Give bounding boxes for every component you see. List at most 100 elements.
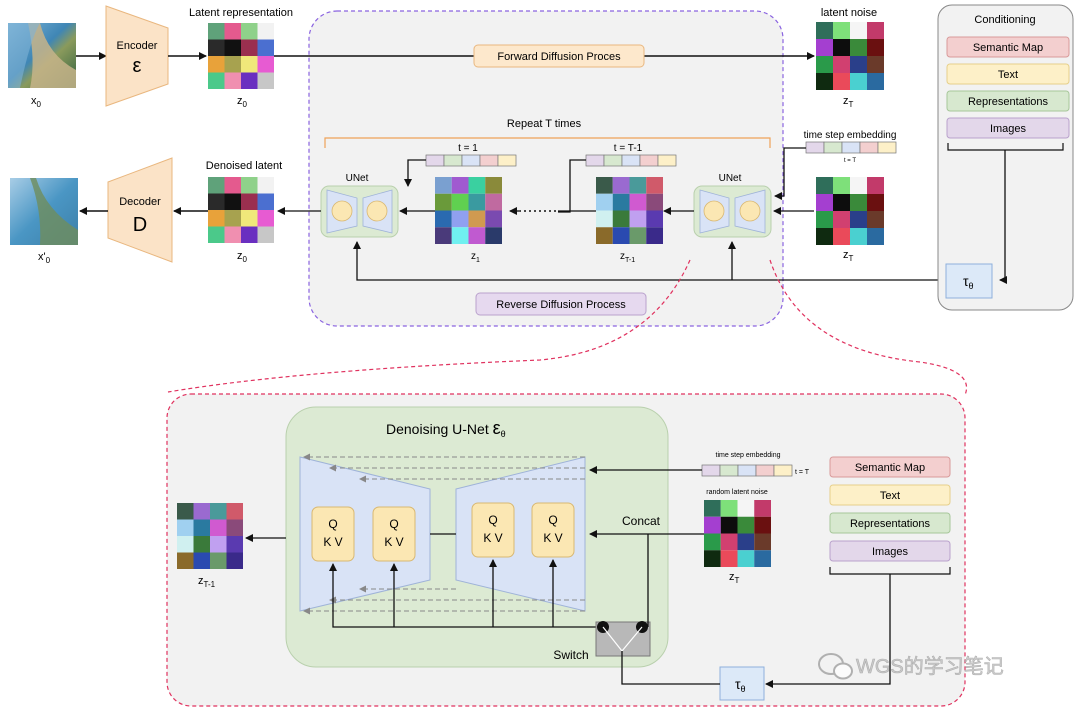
embedding-cell [755,464,775,477]
reverse-diffusion-box [475,292,647,316]
embedding-cell [737,464,757,477]
latent-pixel [257,72,274,89]
latent-pixel [720,516,738,534]
latent-pixel [833,39,850,56]
t1-label: t = 1 [458,143,478,154]
latent-pixel [646,227,663,244]
latent-pixel [224,226,241,243]
svg-text:K V: K V [384,535,403,549]
unet-right-label: UNet [719,173,742,184]
condition-box [946,63,1070,85]
timestep-embedding-tT-1 [585,154,677,167]
latent-pixel [612,177,630,194]
latent-pixel [468,177,486,194]
latent-pixel [850,211,867,228]
z0-label: z0 [237,95,248,109]
condition-label: Text [998,69,1018,81]
latent-pixel [629,193,647,211]
condition-box [946,117,1070,139]
latent-pixel [257,39,274,56]
latent-noise-label: latent noise [821,7,877,19]
latent-pixel [833,194,850,211]
unet-left-block [320,185,399,238]
x0-label: x0 [31,95,42,109]
latent-pixel [704,500,721,517]
latent-pixel [720,500,738,517]
svg-text:K V: K V [483,531,502,545]
latent-pixel [850,22,867,39]
bottom-time-step-label: time step embedding [716,452,781,459]
latent-pixel [833,56,850,73]
condition-box [829,456,951,478]
latent-pixel [833,228,850,245]
wechat-watermark: WGS的学习笔记 [818,653,1004,680]
latent-pixel [208,39,225,56]
tau-theta-top-label: τθ [963,273,974,291]
latent-pixel [850,177,867,194]
latent-pixel [224,39,241,56]
latent-pixel [224,23,241,40]
embedding-cell [603,154,623,167]
bottom-zT-1-label: zT-1 [198,575,216,589]
latent-pixel [435,193,452,211]
condition-label: Images [872,546,909,558]
watermark-text: WGS的学习笔记 [856,655,1004,678]
latent-pixel [257,23,274,40]
latent-pixel [241,177,258,194]
latent-pixel [177,552,194,569]
latent-pixel [177,519,194,536]
latent-pixel [737,500,755,517]
latent-pixel [629,177,647,194]
repeat-bracket [324,137,771,148]
latent-pixel [177,536,194,553]
latent-pixel [754,533,771,551]
switch-feed-lines [329,559,603,628]
latent-pixel [867,177,884,194]
latent-pixel [867,22,884,39]
latent-pixel [451,193,469,211]
latent-pixel [435,210,452,228]
random-latent-noise-label: random latent noise [706,489,768,496]
embedding-cell [701,464,721,477]
latent-pixel [208,23,225,40]
latent-pixel [485,227,502,244]
embedding-cell [859,141,879,154]
arrow-emb-tT-unet [774,147,806,200]
latent-pixel [451,177,469,194]
latent-pixel [596,227,613,244]
latent-pixel [241,39,258,56]
latent-pixel [850,73,867,90]
latent-pixel [612,193,630,211]
latent-pixel [704,550,721,567]
latent-pixel [833,22,850,39]
arrow-emb-t1-unet [404,159,426,187]
latent-pixel [241,72,258,89]
unet-left-label: UNet [346,173,369,184]
qkv-block-2: Q K V [372,506,416,562]
time-step-embedding-label: time step embedding [804,130,897,141]
embedding-cell [719,464,739,477]
latent-pixel [867,194,884,211]
latent-grid-noise-zT [816,22,884,90]
latent-pixel [257,193,274,210]
forward-diffusion-label: Forward Diffusion Proces [497,51,621,63]
reverse-diffusion-label: Reverse Diffusion Process [496,299,626,311]
latent-pixel [224,210,241,227]
svg-text:K V: K V [543,531,562,545]
condition-label: Semantic Map [973,42,1043,54]
bottom-latent-grid-zT [704,500,771,567]
latent-pixel [596,177,613,194]
latent-pixel [451,227,469,244]
latent-pixel [257,56,274,73]
embedding-cell [425,154,445,167]
latent-representation-label: Latent representation [189,7,293,19]
latent-pixel [208,56,225,73]
latent-pixel [754,516,771,534]
bottom-latent-grid-zT-1 [177,503,243,569]
switch-lever-2 [621,626,643,652]
latent-pixel [816,211,833,228]
latent-pixel [451,210,469,228]
t-eq-T-small-label: t = T [844,158,856,164]
latent-pixel [257,226,274,243]
